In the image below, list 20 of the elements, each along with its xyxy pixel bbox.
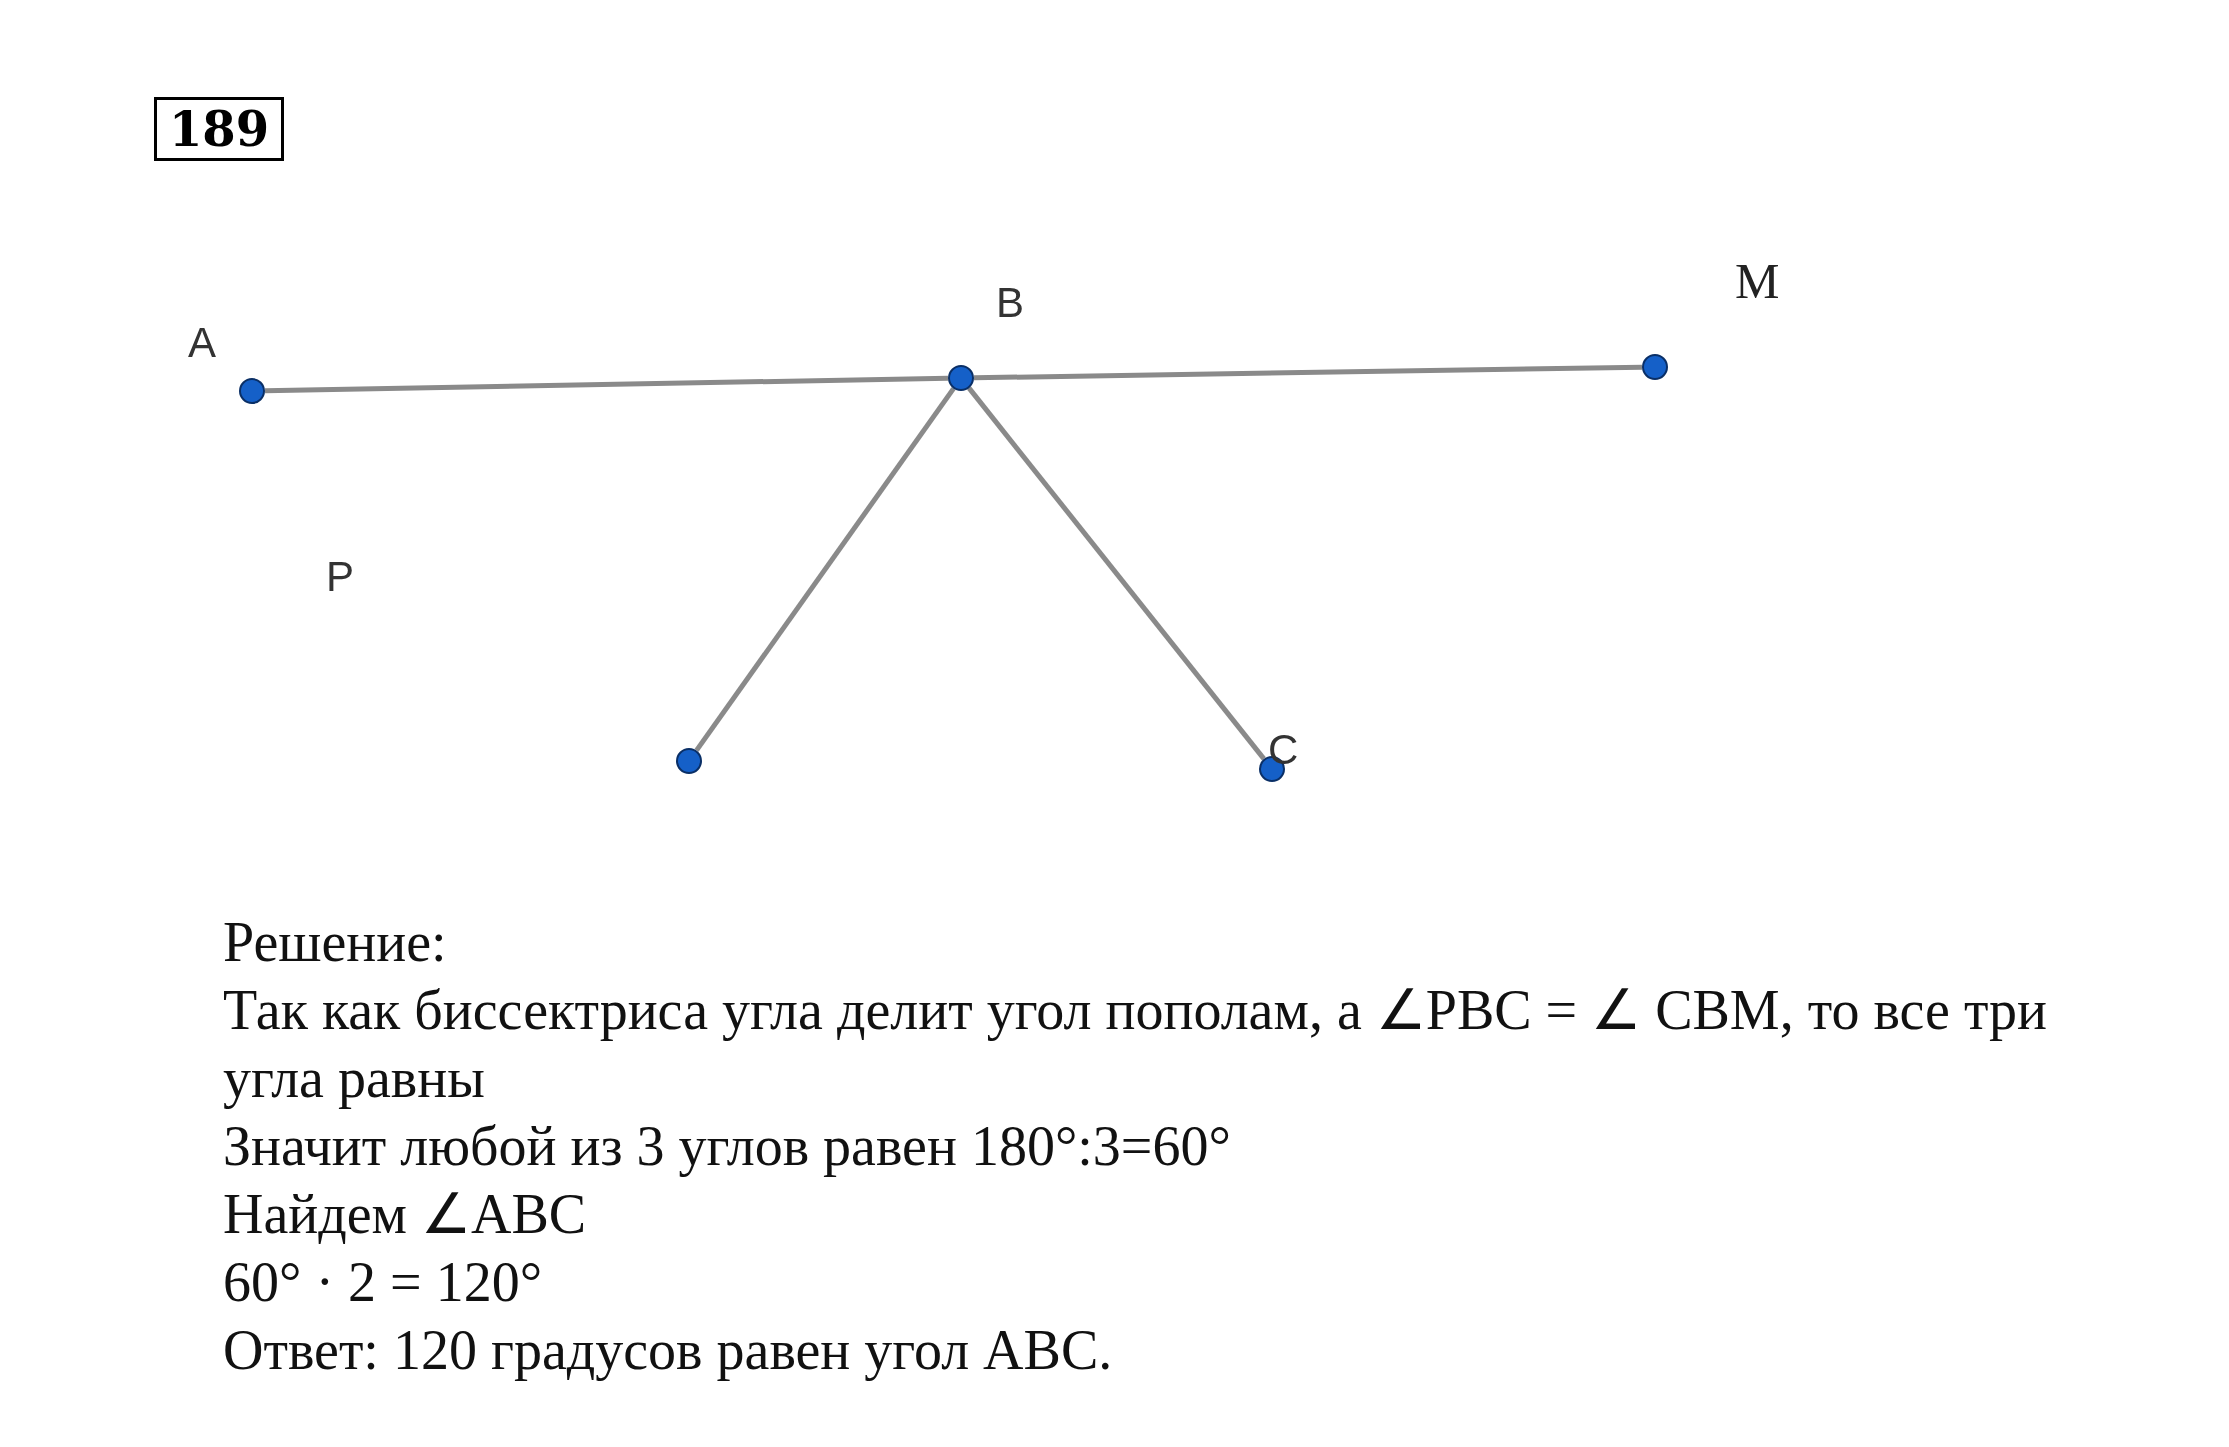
line-segment [973,364,1643,381]
point-marker [948,365,974,391]
solution-text: Так как биссектриса угла делит угол пополам, а ∠PBC = ∠ CBM, то все три угла равны [223,978,2049,1111]
line-segment [694,387,956,752]
point-marker [1642,354,1668,380]
line-segment [264,375,949,394]
answer-text: Ответ: 120 градусов равен угол ABC. [223,1318,1113,1383]
solution-heading: Решение: [223,910,447,975]
problem-number: 189 [154,97,284,161]
point-label: M [1735,256,1780,306]
point-label: A [188,322,216,364]
point-marker [239,378,265,404]
point-marker [676,748,702,774]
line-segment [967,386,1266,761]
point-label: P [326,556,354,598]
formula: 60° · 2 = 120° [223,1250,543,1315]
solution-text: Найдем ∠ABC [223,1182,587,1247]
point-label: B [996,282,1024,324]
solution-text: Значит любой из 3 углов равен 180°:3=60° [223,1114,1231,1179]
point-label: C [1268,729,1299,771]
